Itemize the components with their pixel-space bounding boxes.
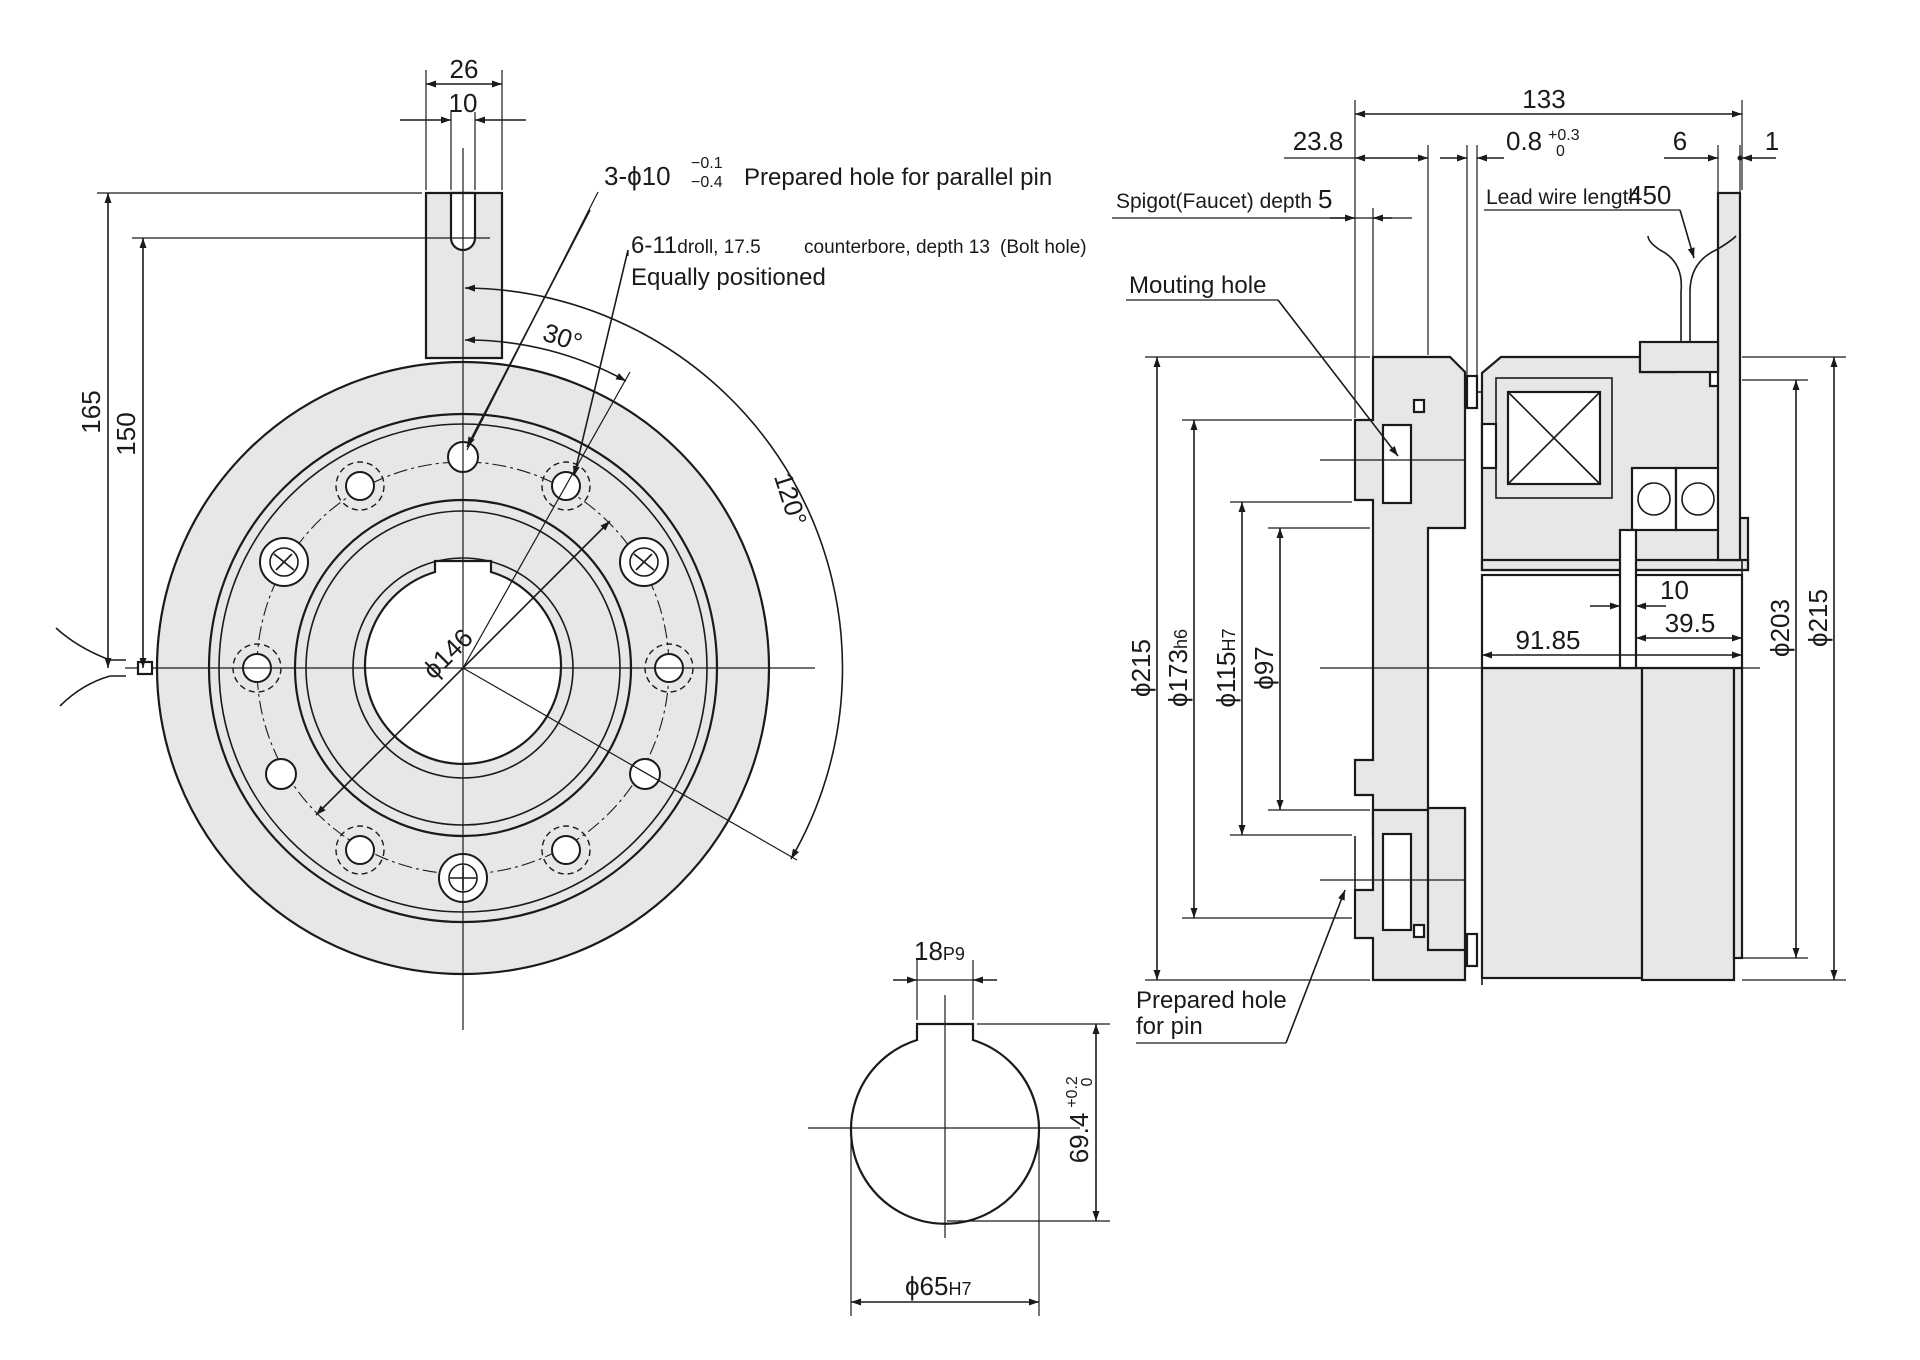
note-pin-text: Prepared hole for parallel pin — [744, 164, 1052, 191]
bearing — [1674, 466, 1722, 532]
screw-head — [259, 537, 309, 587]
dim-0-8-tol-upper: +0.3 — [1548, 127, 1580, 144]
housing-lower — [1480, 666, 1644, 980]
front-view: 26 10 165 150 30° 120° ϕ146 3-ϕ10 −0.1 −… — [55, 54, 1087, 1030]
dim-0-8: 0.8 — [1506, 126, 1542, 156]
dim-165: 165 — [76, 390, 106, 433]
dim-6: 6 — [1673, 126, 1687, 156]
bolt-hole — [335, 461, 385, 511]
note-bolt-holes: 6-11droll, 17.5 — [631, 232, 761, 259]
dim-115: ϕ115H7 — [1211, 628, 1241, 707]
dim-133: 133 — [1522, 84, 1565, 114]
screw-head — [619, 537, 669, 587]
lead-label: Lead wire length — [1486, 186, 1640, 209]
dim-65: ϕ65H7 — [905, 1271, 972, 1301]
dim-1: 1 — [1765, 126, 1779, 156]
dim-39-5: 39.5 — [1665, 608, 1716, 638]
pin-hole — [265, 758, 297, 790]
dim-215-right: ϕ215 — [1803, 589, 1833, 647]
pin-hole — [629, 758, 661, 790]
spigot-label: Spigot(Faucet) depth — [1116, 190, 1312, 213]
keyway-view: 18P9 69.4 +0.2 0 ϕ65H7 — [808, 936, 1110, 1316]
angle-30: 30° — [539, 317, 586, 358]
dim-10-side: 10 — [1660, 575, 1689, 605]
dim-18: 18P9 — [914, 936, 965, 966]
note-pin-holes: 3-ϕ10 — [604, 161, 671, 191]
dim-69-4-tol-lower: 0 — [1079, 1077, 1096, 1086]
lead-wire — [1647, 235, 1737, 342]
angle-120: 120° — [768, 469, 813, 529]
note-pin-tol-upper: −0.1 — [691, 155, 723, 172]
dim-97: ϕ97 — [1249, 646, 1279, 689]
dim-26: 26 — [450, 54, 479, 84]
mounting-hole-label: Mouting hole — [1129, 272, 1266, 299]
note-bolt-hole: (Bolt hole) — [1000, 237, 1087, 258]
dim-69-4-tol-upper: +0.2 — [1064, 1076, 1081, 1108]
dim-23-8: 23.8 — [1293, 126, 1344, 156]
dim-10: 10 — [449, 88, 478, 118]
prepared-hole-line2: for pin — [1136, 1013, 1203, 1040]
mounting-bracket — [1716, 191, 1742, 562]
lead-wire — [55, 627, 126, 707]
dim-215-left: ϕ215 — [1126, 639, 1156, 697]
spigot-value: 5 — [1318, 184, 1332, 214]
bolt-hole — [335, 825, 385, 875]
note-pin-tol-lower: −0.4 — [691, 174, 723, 191]
prepared-hole-line1: Prepared hole — [1136, 987, 1287, 1014]
dim-173: ϕ173h6 — [1163, 629, 1193, 707]
side-view: 133 23.8 0.8 +0.3 0 6 1 Spigot(Faucet) d… — [1112, 84, 1846, 1044]
note-bolt-counterbore: counterbore, depth 13 — [804, 237, 990, 258]
dim-69-4: 69.4 — [1064, 1113, 1094, 1164]
dim-203: ϕ203 — [1765, 599, 1795, 657]
lead-value: 450 — [1628, 180, 1671, 210]
dim-91-85: 91.85 — [1515, 625, 1580, 655]
dim-0-8-tol-lower: 0 — [1556, 143, 1565, 160]
dim-150: 150 — [111, 412, 141, 455]
note-equally-positioned: Equally positioned — [631, 264, 826, 291]
